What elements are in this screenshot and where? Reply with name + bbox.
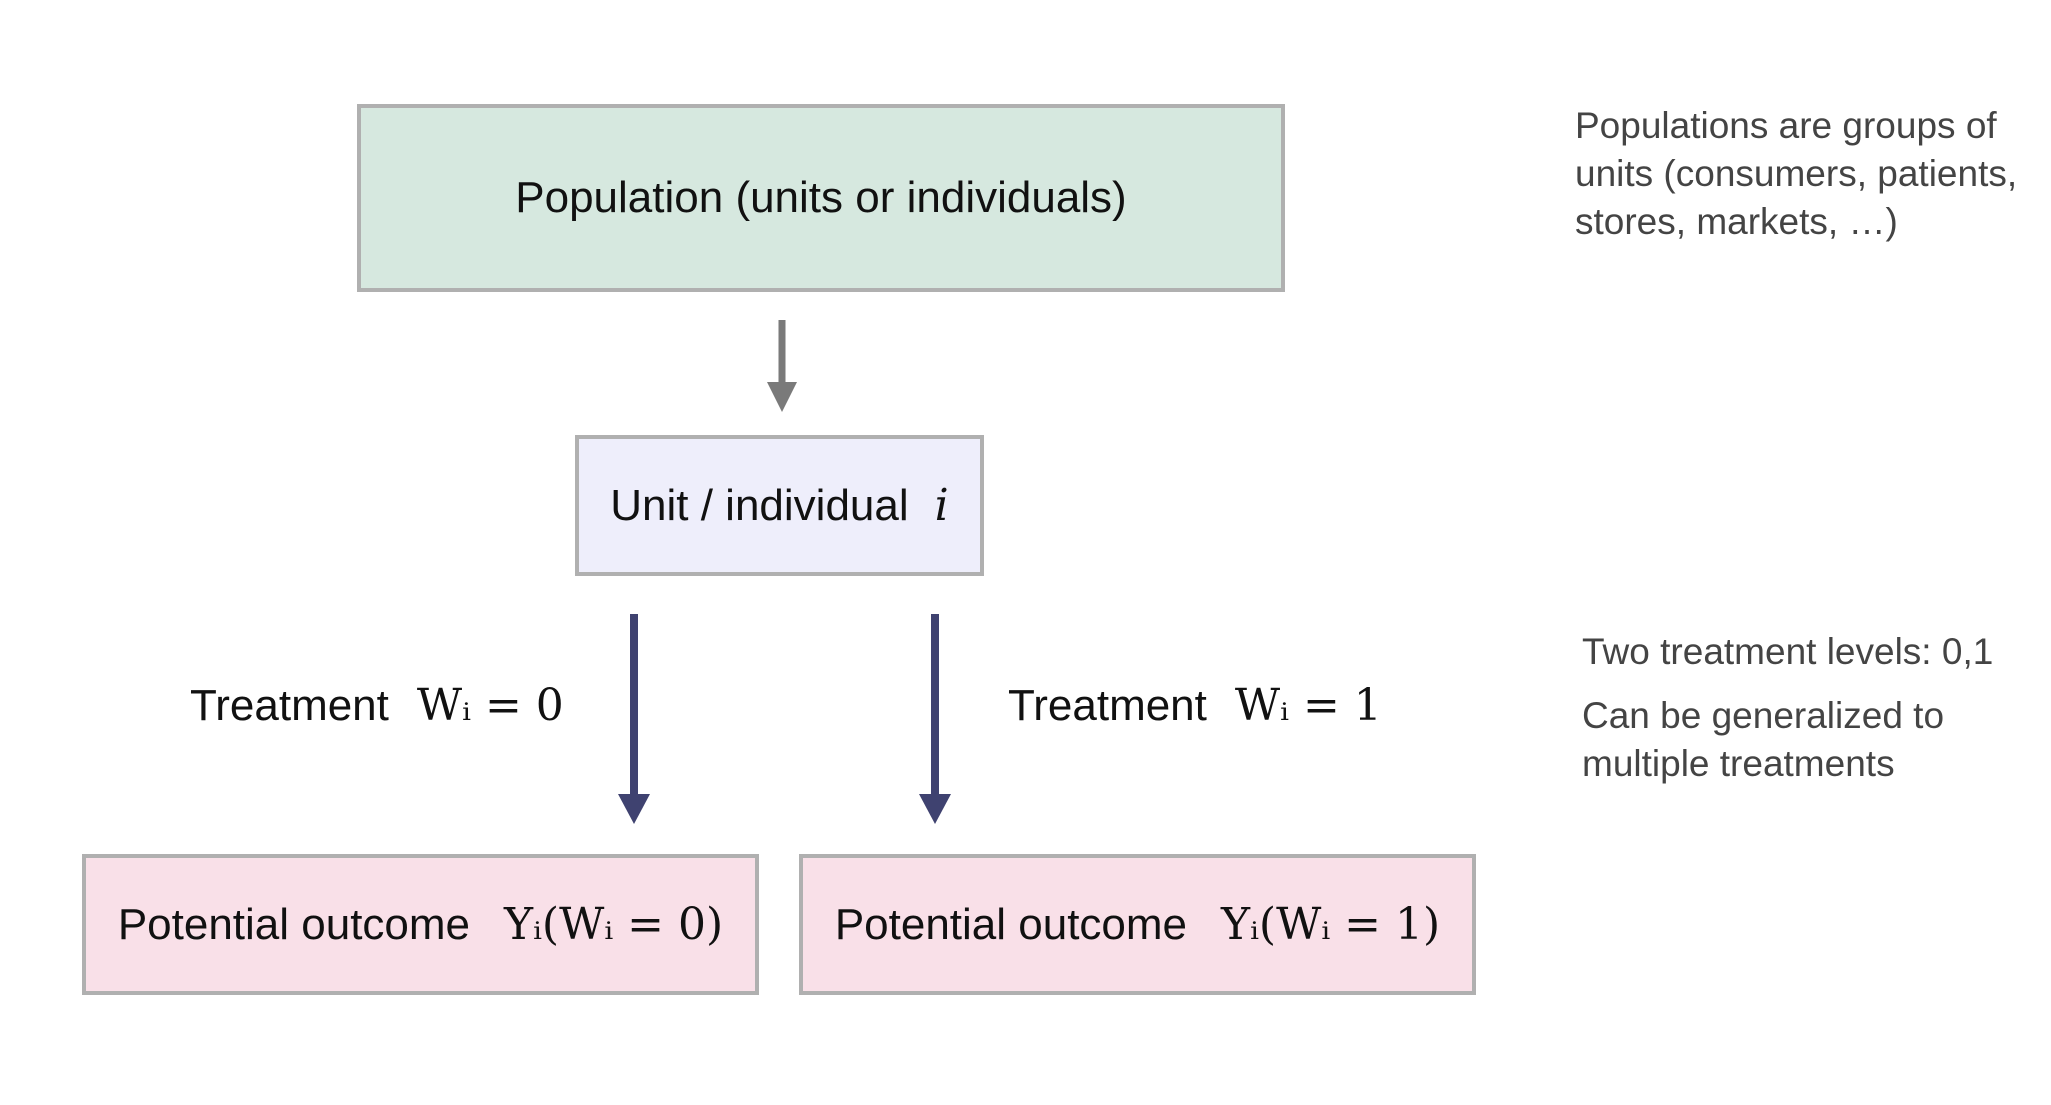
- population-box: Population (units or individuals): [357, 104, 1285, 292]
- treatment-1-arrow: [919, 614, 951, 824]
- treatment-levels-note: Two treatment levels: 0,1: [1582, 631, 1994, 672]
- treatment-0-arrow: [618, 614, 650, 824]
- outcome-1-text: Potential outcome: [834, 899, 1188, 949]
- outcome-0-text: Potential outcome: [117, 899, 471, 949]
- treatment-0-math: Wᵢ = 0: [416, 680, 564, 731]
- population-label: Population (units or individuals): [515, 173, 1127, 222]
- generalization-note: Can be generalized to multiple treatment…: [1582, 695, 1945, 784]
- populations-note: Populations are groups of units (consume…: [1575, 105, 2018, 242]
- outcome-0-box: Potential outcome Yᵢ(Wᵢ = 0): [82, 854, 759, 995]
- treatment-0-text: Treatment: [190, 680, 389, 730]
- treatment-0-label: Treatment Wᵢ = 0: [190, 680, 564, 731]
- population-to-unit-arrow: [767, 320, 797, 412]
- unit-symbol: i: [934, 480, 949, 531]
- treatment-1-math: Wᵢ = 1: [1234, 680, 1382, 731]
- outcome-0-math: Yᵢ(Wᵢ = 0): [504, 899, 724, 950]
- unit-label: Unit / individual: [610, 480, 909, 530]
- outcome-1-box: Potential outcome Yᵢ(Wᵢ = 1): [799, 854, 1476, 995]
- treatment-1-label: Treatment Wᵢ = 1: [1008, 680, 1382, 731]
- unit-box: Unit / individual i: [575, 435, 984, 576]
- treatment-1-text: Treatment: [1008, 680, 1207, 730]
- outcome-1-math: Yᵢ(Wᵢ = 1): [1221, 899, 1441, 950]
